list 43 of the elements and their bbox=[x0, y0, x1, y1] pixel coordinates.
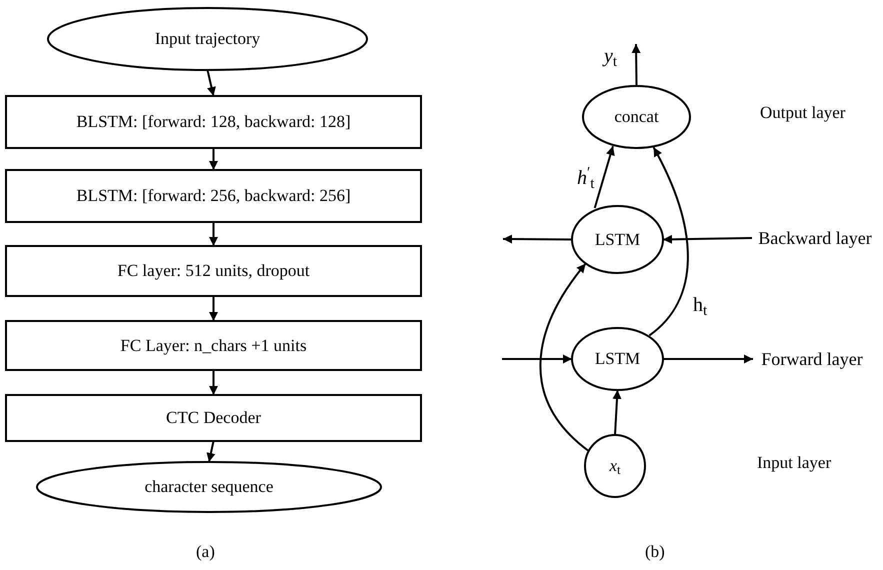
layer-label: Output layer bbox=[760, 102, 846, 124]
node-text: x$_{t}$ bbox=[609, 456, 621, 476]
ellipse-node bbox=[582, 85, 691, 149]
node-text: character sequence bbox=[144, 477, 274, 497]
process-box bbox=[5, 245, 422, 297]
arrow bbox=[206, 440, 216, 462]
arrow bbox=[612, 390, 622, 436]
node-text: BLSTM: [forward: 256, backward: 256] bbox=[76, 186, 351, 206]
arrow bbox=[648, 146, 689, 336]
node-text: LSTM bbox=[594, 349, 640, 369]
arrow bbox=[209, 222, 218, 246]
arrow bbox=[663, 354, 753, 364]
arrow bbox=[209, 370, 218, 395]
node-text: Input trajectory bbox=[154, 29, 260, 49]
panel-label: (a) bbox=[196, 541, 215, 563]
node-text: concat bbox=[614, 107, 659, 127]
arrow bbox=[206, 70, 216, 96]
arrow bbox=[632, 44, 641, 86]
ellipse-node bbox=[47, 7, 368, 71]
ellipse-node bbox=[571, 205, 664, 274]
arrow bbox=[502, 354, 572, 364]
arrow bbox=[209, 296, 218, 321]
panel-label: (b) bbox=[645, 541, 665, 563]
ellipse-node bbox=[584, 434, 646, 498]
node-text: Backward layer bbox=[758, 227, 872, 250]
arrow bbox=[540, 263, 589, 452]
node-text: Forward layer bbox=[761, 348, 863, 371]
ellipse-node bbox=[571, 327, 664, 391]
arrow bbox=[503, 234, 572, 244]
arrow bbox=[594, 146, 615, 208]
node-text: FC Layer: n_chars +1 units bbox=[120, 336, 307, 356]
arrow bbox=[209, 148, 218, 170]
node-text: BLSTM: [forward: 128, backward: 128] bbox=[76, 112, 351, 132]
process-box bbox=[5, 394, 422, 442]
node-text: CTC Decoder bbox=[166, 408, 261, 428]
node-text: LSTM bbox=[594, 230, 640, 250]
ellipse-node bbox=[36, 461, 382, 513]
process-box bbox=[5, 169, 422, 223]
process-box bbox=[5, 95, 422, 149]
arrow bbox=[662, 234, 752, 244]
node-text: FC layer: 512 units, dropout bbox=[117, 261, 310, 281]
layer-label: Input layer bbox=[757, 452, 832, 474]
process-box bbox=[5, 320, 422, 371]
